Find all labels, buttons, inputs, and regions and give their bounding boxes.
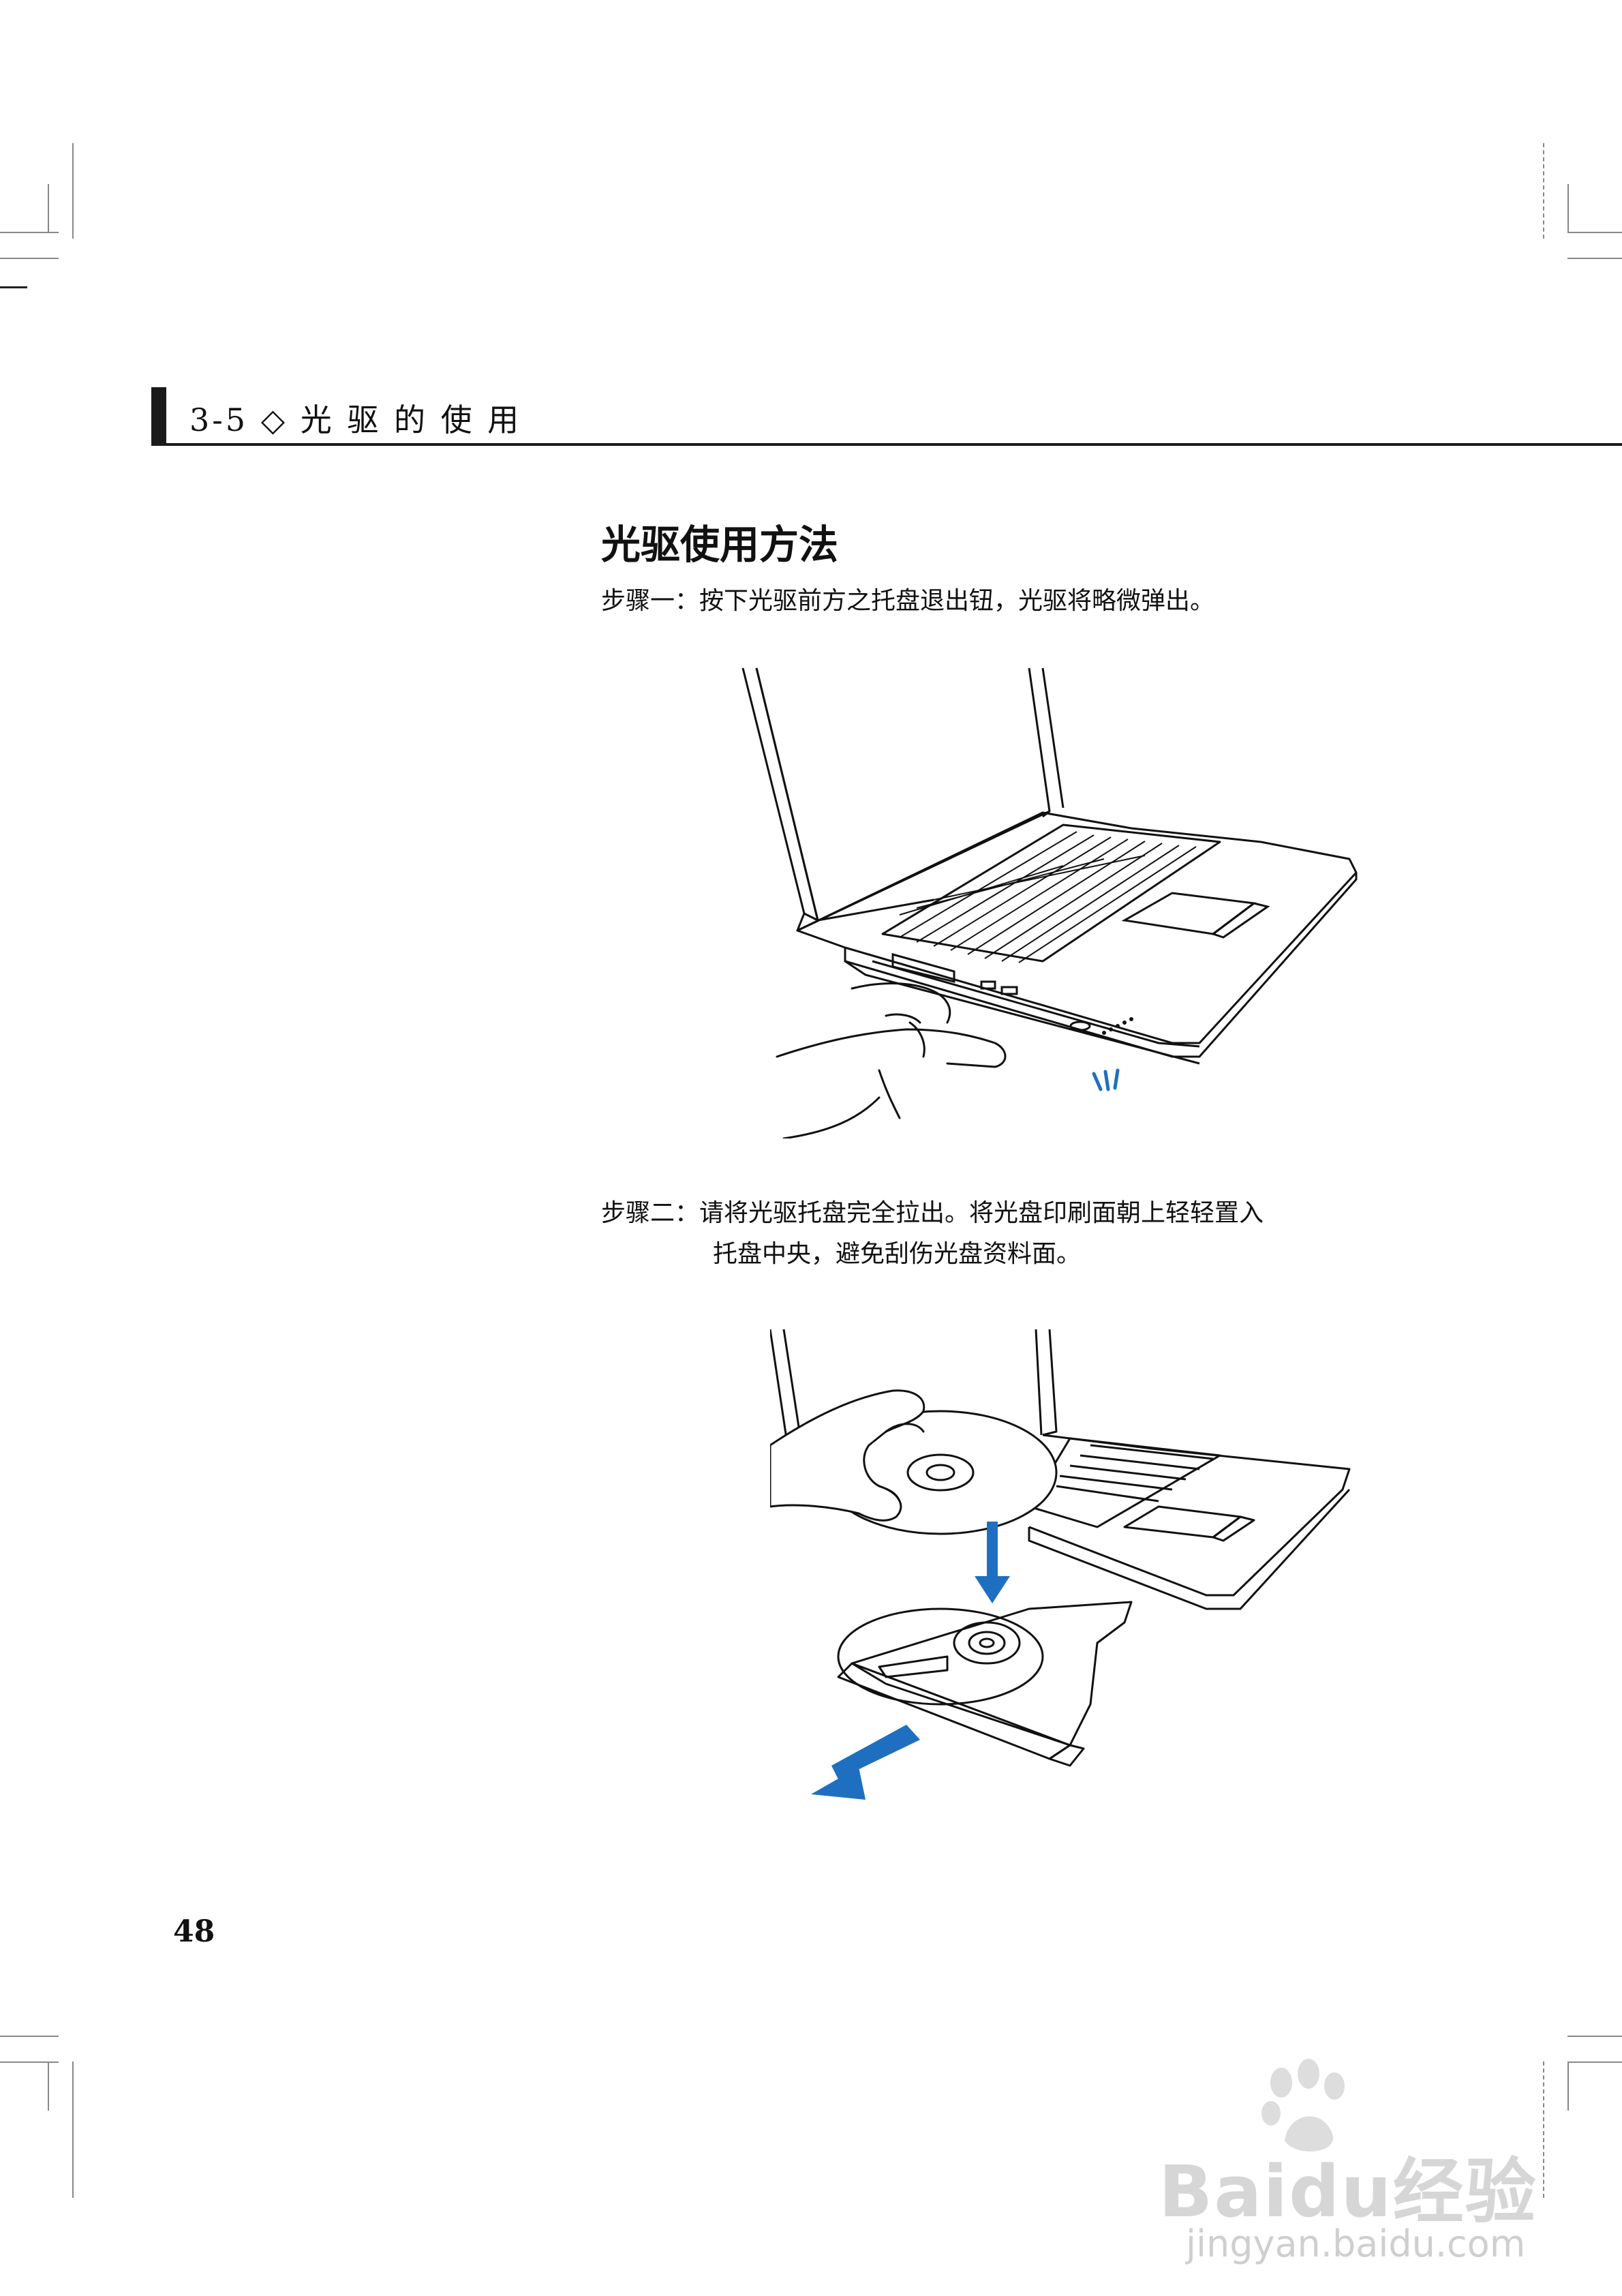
paw-logo-icon [1261,2059,1345,2152]
section-header-rule [166,443,1622,446]
illustration-eject [741,667,1358,1138]
step-2-continued: 托盘中央，避免刮伤光盘资料面。 [713,1234,1081,1275]
crop-mark [1543,143,1544,239]
step-2: 步骤二：请将光驱托盘完全拉出。将光盘印刷面朝上轻轻置入 [601,1193,1264,1234]
crop-mark [1543,2061,1544,2198]
step-1-label: 步骤一： [601,587,700,615]
section-header: 3-5 ◇ 光 驱 的 使 用 [189,402,522,438]
crop-mark [1567,2061,1569,2111]
page-number: 48 [173,1914,215,1949]
crop-mark [0,258,59,259]
illustration-insert-disc [770,1329,1351,1800]
step-1: 步骤一：按下光驱前方之托盘退出钮，光驱将略微弹出。 [601,581,1214,622]
crop-mark [72,2061,74,2198]
crop-mark [48,184,49,233]
step-2-text-line1: 请将光驱托盘完全拉出。将光盘印刷面朝上轻轻置入 [699,1199,1264,1227]
section-header-bar [151,387,166,446]
crop-mark [0,2036,59,2037]
watermark-url: jingyan.baidu.com [1186,2222,1526,2265]
crop-mark [1567,258,1622,259]
crop-mark [48,2061,49,2111]
crop-mark [0,232,59,233]
crop-mark [1567,2061,1622,2063]
article-title: 光驱使用方法 [601,522,839,568]
step-2-label: 步骤二： [601,1199,700,1227]
watermark-brand: Baidu经验 [1159,2150,1537,2233]
crop-mark [72,143,74,239]
crop-mark [0,286,27,288]
crop-mark [0,2061,59,2063]
crop-mark [1567,2036,1622,2037]
crop-mark [1567,232,1622,233]
crop-mark [1567,184,1569,233]
baidu-watermark: Baidu经验 jingyan.baidu.com [1118,2059,1595,2277]
step-2-text-line2: 托盘中央，避免刮伤光盘资料面。 [713,1240,1082,1268]
step-1-text: 按下光驱前方之托盘退出钮，光驱将略微弹出。 [699,587,1215,615]
